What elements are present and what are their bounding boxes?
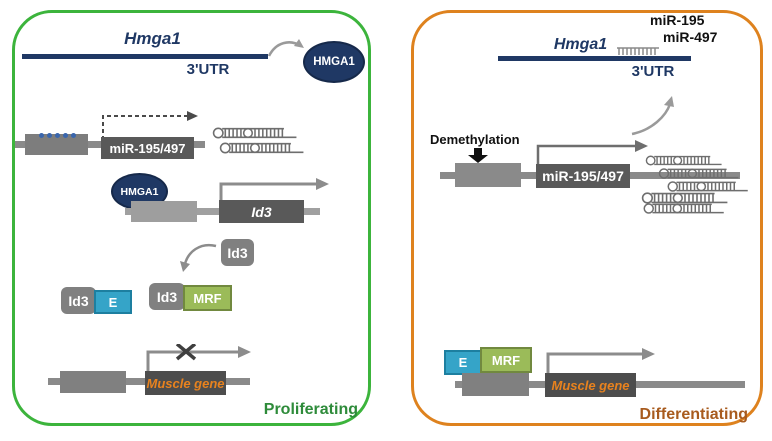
- pre-mirna-hairpin: [643, 203, 725, 214]
- id3-gene-box: Id3: [219, 200, 304, 223]
- pre-mirna-hairpin: [212, 127, 298, 139]
- complex-id3-box: Id3: [149, 283, 185, 310]
- utr-label: 3'UTR: [186, 61, 230, 78]
- methylation-dot: [71, 133, 76, 138]
- pre-mirna-hairpin: [219, 142, 305, 154]
- id3-promoter: [131, 201, 197, 222]
- mirna-binding-comb: [617, 47, 659, 55]
- methylation-dot: [63, 133, 68, 138]
- active-transcription-arrow: [536, 140, 648, 170]
- e-protein-box: E: [94, 290, 132, 314]
- muscle-transcription-arrow: [546, 348, 655, 378]
- differentiating-label: Differentiating: [639, 406, 748, 423]
- released-id3-box: Id3: [221, 239, 254, 266]
- complex-id3-box: Id3: [61, 287, 96, 314]
- muscle-promoter: [60, 371, 126, 393]
- mir-gene-box: miR-195/497: [101, 137, 194, 159]
- hmga1-gene-title: Hmga1: [124, 29, 181, 48]
- translation-arrow: [267, 39, 304, 57]
- blocked-transcription-arrow: [146, 344, 251, 376]
- utr-label-right: 3'UTR: [631, 63, 675, 80]
- mir-promoter-right: [455, 163, 521, 187]
- id3-release-arrow: [180, 243, 217, 272]
- hmga1-protein-ellipse: HMGA1: [303, 41, 365, 83]
- hmga1-gene-title-right: Hmga1: [553, 36, 608, 53]
- methylation-dot: [39, 133, 44, 138]
- muscle-gene-box-right: Muscle gene: [545, 373, 636, 397]
- id3-transcription-arrow: [219, 178, 329, 206]
- e-protein-box-right: E: [444, 350, 482, 375]
- methylation-dot: [47, 133, 52, 138]
- muscle-promoter-right: [462, 373, 529, 396]
- mirna-497-label: miR-497: [663, 29, 718, 45]
- mir-locus-promoter: [25, 134, 88, 155]
- hmga1-mrna-line: [22, 54, 268, 59]
- mirna-195-label: miR-195: [650, 12, 705, 28]
- mir-gene-box-right: miR-195/497: [536, 164, 630, 188]
- demethylation-arrow: [468, 148, 488, 163]
- repressed-transcription-arrow: [102, 111, 198, 140]
- proliferating-label: Proliferating: [263, 401, 358, 418]
- hmga1-mrna-line-right: [498, 56, 691, 61]
- methylation-marks: [39, 125, 79, 143]
- mirna-targeting-arrow: [631, 96, 674, 136]
- muscle-gene-box: Muscle gene: [145, 371, 226, 395]
- demethylation-label: Demethylation: [430, 132, 520, 147]
- mrf-protein-box: MRF: [183, 285, 232, 311]
- mrf-protein-box-right: MRF: [480, 347, 532, 373]
- methylation-dot: [55, 133, 60, 138]
